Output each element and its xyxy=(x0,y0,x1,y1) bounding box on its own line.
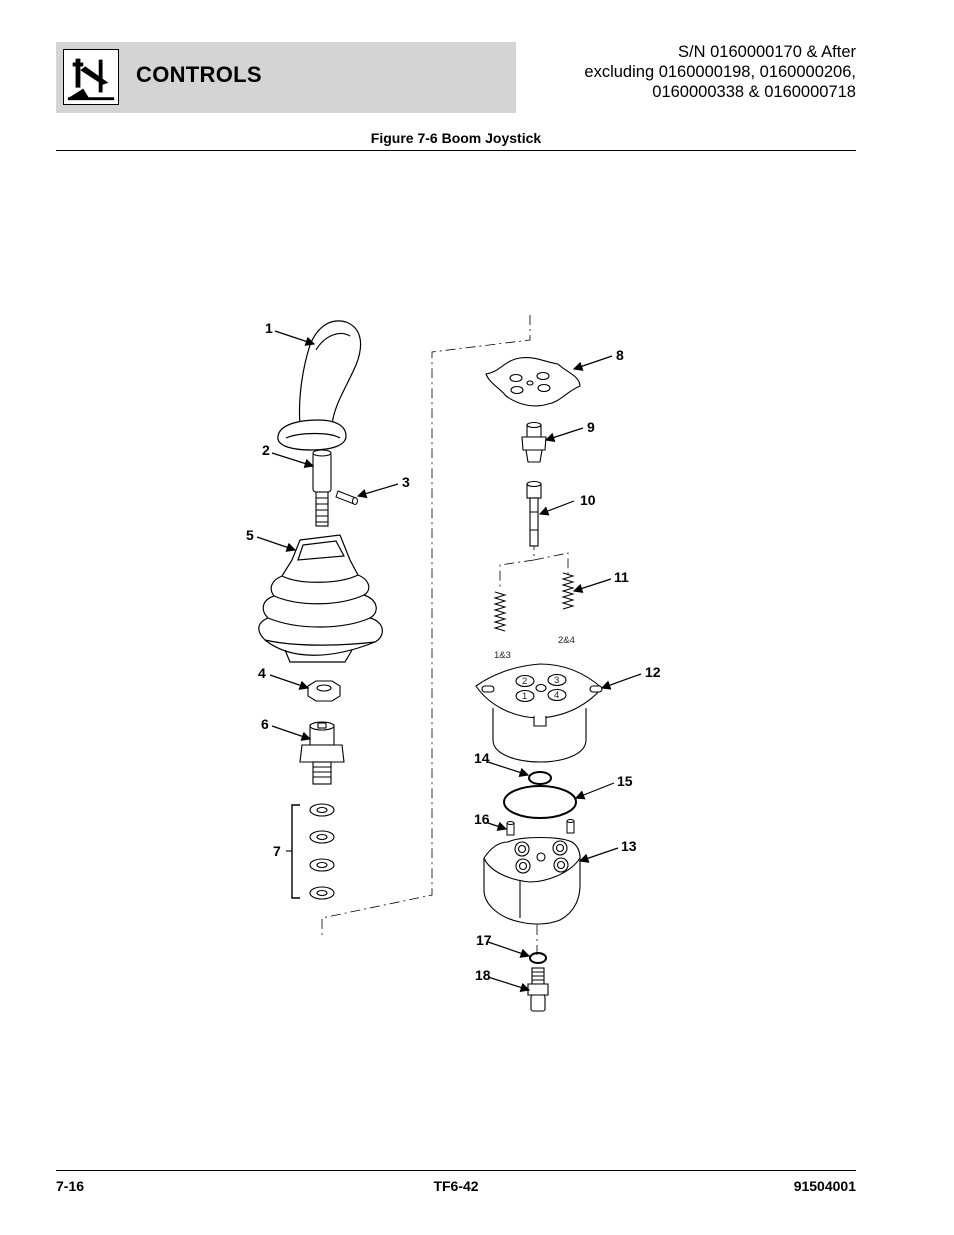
callout-14: 14 xyxy=(474,750,490,766)
callout-5: 5 xyxy=(246,527,254,543)
callout-12: 12 xyxy=(645,664,661,680)
port-number-4: 4 xyxy=(554,690,559,701)
port-number-1: 1 xyxy=(522,691,527,702)
header-rule xyxy=(56,150,856,151)
small-o-ring xyxy=(528,771,552,785)
serial-line: 0160000338 & 0160000718 xyxy=(652,83,856,101)
callout-4: 4 xyxy=(258,665,266,681)
return-springs xyxy=(493,572,575,632)
large-o-ring xyxy=(503,785,577,819)
callout-11: 11 xyxy=(614,569,629,585)
spring-label-2-4: 2&4 xyxy=(558,635,575,646)
handle-stem xyxy=(312,449,332,527)
threaded-adapter xyxy=(299,721,345,785)
callout-17: 17 xyxy=(476,932,492,948)
serial-line: excluding 0160000198, 0160000206, xyxy=(584,63,856,81)
roll-pin xyxy=(335,490,358,505)
callout-6: 6 xyxy=(261,716,269,732)
callout-3: 3 xyxy=(402,474,410,490)
callout-15: 15 xyxy=(617,773,633,789)
port-o-ring xyxy=(529,952,547,964)
joystick-handle xyxy=(277,320,362,451)
callout-13: 13 xyxy=(621,838,637,854)
valve-lower-body xyxy=(483,837,581,925)
figure-title: Figure 7-6 Boom Joystick xyxy=(370,130,542,146)
retaining-plate xyxy=(485,357,581,407)
plunger-seal xyxy=(521,421,547,463)
callout-2: 2 xyxy=(262,442,270,458)
spool-valve xyxy=(526,480,542,547)
serial-number-range: S/N 0160000170 & After excluding 0160000… xyxy=(584,42,856,102)
section-title: CONTROLS xyxy=(136,62,262,87)
callout-leaders xyxy=(256,330,642,993)
port-number-2: 2 xyxy=(522,676,527,687)
rubber-boot xyxy=(258,534,383,663)
callout-7: 7 xyxy=(273,843,281,859)
port-number-3: 3 xyxy=(554,675,559,686)
page-number: 7-16 xyxy=(56,1178,85,1194)
valve-upper-body xyxy=(475,663,603,763)
callout-18: 18 xyxy=(475,967,491,983)
dowel-pins xyxy=(506,819,575,836)
document-number: 91504001 xyxy=(793,1178,856,1194)
header-banner xyxy=(56,42,516,113)
callout-1: 1 xyxy=(265,320,273,336)
hex-nut xyxy=(307,680,341,702)
callout-10: 10 xyxy=(580,492,596,508)
model-number: TF6-42 xyxy=(433,1178,479,1194)
callout-9: 9 xyxy=(587,419,595,435)
footer-rule xyxy=(56,1170,856,1171)
callout-16: 16 xyxy=(474,811,490,827)
callout-8: 8 xyxy=(616,347,624,363)
serial-line: S/N 0160000170 & After xyxy=(678,43,856,61)
spring-label-1-3: 1&3 xyxy=(494,650,511,661)
controls-lever-icon xyxy=(63,49,119,105)
washer-stack xyxy=(286,803,335,900)
port-fitting xyxy=(527,967,549,1012)
callout-labels: 1 2 3 4 5 6 7 8 9 10 11 12 13 14 15 16 1… xyxy=(246,320,661,983)
